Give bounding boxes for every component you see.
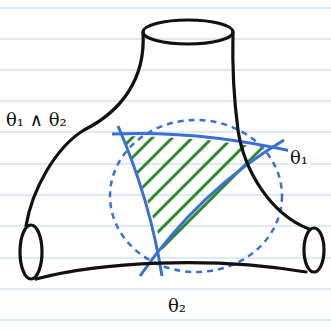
angle-label: θ₁ ∧ θ₂	[4, 110, 69, 130]
angle-label: θ₂	[166, 296, 188, 316]
ruled-lines	[0, 8, 331, 320]
pants-outline	[20, 20, 324, 279]
shaded-region	[100, 110, 320, 280]
angle-label: θ₁	[288, 148, 310, 168]
